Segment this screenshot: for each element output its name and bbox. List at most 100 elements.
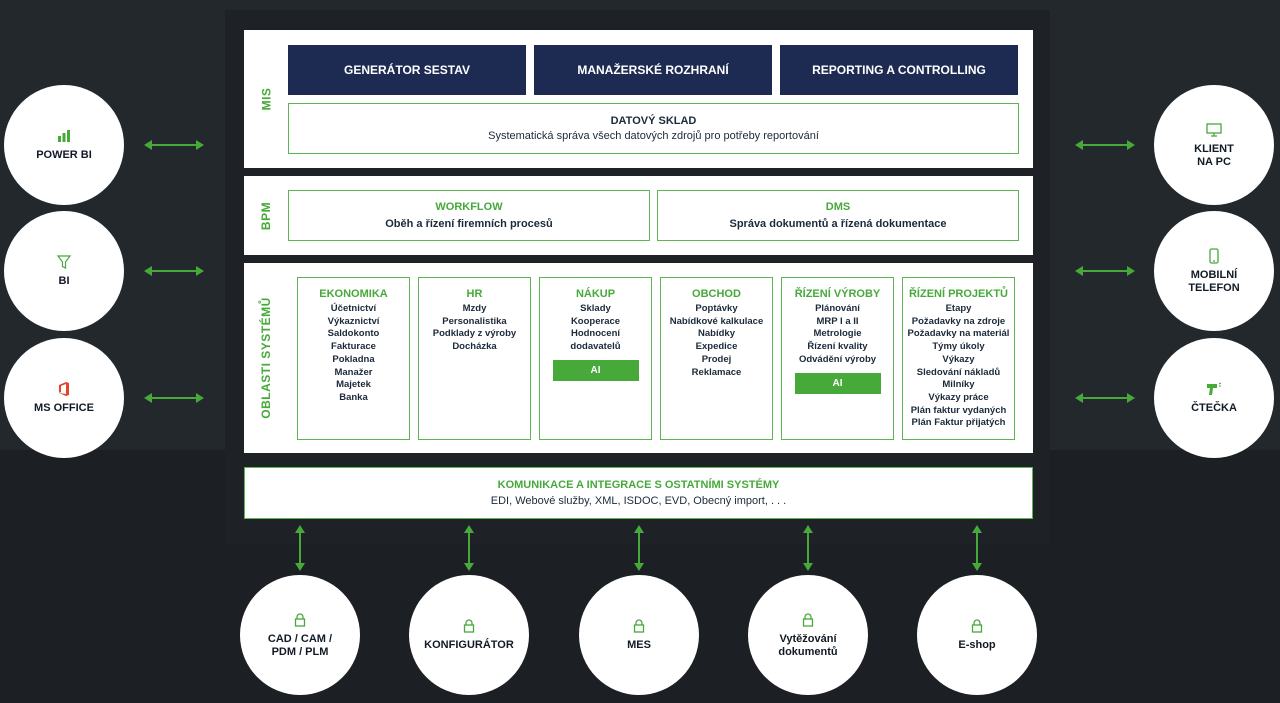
ctecka-circle[interactable]: ČTEČKA: [1154, 338, 1274, 458]
area-item: dodavatelů: [570, 341, 621, 353]
double-arrow-icon: [1075, 266, 1135, 276]
area-item: Milníky: [942, 379, 975, 391]
mobil-circle[interactable]: MOBILNÍ TELEFON: [1154, 211, 1274, 331]
area-title: EKONOMIKA: [319, 288, 388, 300]
phone-icon: [1206, 247, 1222, 264]
double-arrow-icon: [144, 266, 204, 276]
area-item: Kooperace: [570, 315, 621, 327]
konfigurator-circle[interactable]: KONFIGURÁTOR: [409, 575, 529, 695]
area-rizeni-vyroby[interactable]: ŘÍZENÍ VÝROBY Plánování MRP I a II Metro…: [781, 277, 894, 440]
circle-label: ČTEČKA: [1191, 402, 1237, 414]
area-item: MRP I a II: [816, 315, 859, 327]
ms-office-circle[interactable]: MS OFFICE: [4, 338, 124, 458]
power-bi-circle[interactable]: POWER BI: [4, 85, 124, 205]
eshop-circle[interactable]: E-shop: [917, 575, 1037, 695]
area-item: Saldokonto: [327, 328, 380, 340]
workflow-box[interactable]: WORKFLOW Oběh a řízení firemních procesů: [288, 190, 650, 241]
areas-label: OBLASTI SYSTÉMŮ: [259, 297, 274, 419]
datovy-sklad-box[interactable]: DATOVÝ SKLAD Systematická správa všech d…: [288, 103, 1019, 154]
integration-title: KOMUNIKACE A INTEGRACE S OSTATNÍMI SYSTÉ…: [497, 479, 780, 491]
area-title: HR: [466, 288, 483, 300]
area-obchod[interactable]: OBCHOD Poptávky Nabídkové kalkulace Nabí…: [660, 277, 773, 440]
double-arrow-vertical-icon: [972, 525, 982, 571]
double-arrow-vertical-icon: [634, 525, 644, 571]
area-hr[interactable]: HR Mzdy Personalistika Podklady z výroby…: [418, 277, 531, 440]
vyroba-ai-button[interactable]: AI: [794, 372, 881, 394]
mes-circle[interactable]: MES: [579, 575, 699, 695]
area-item: Požadavky na zdroje: [911, 315, 1006, 327]
area-item: Odvádění výroby: [798, 353, 877, 365]
area-rizeni-projektu[interactable]: ŘÍZENÍ PROJEKTŮ Etapy Požadavky na zdroj…: [902, 277, 1015, 440]
area-item: Nabídkové kalkulace: [669, 315, 764, 327]
scanner-icon: [1206, 381, 1222, 397]
datovy-sklad-subtitle: Systematická správa všech datových zdroj…: [488, 130, 819, 142]
lock-icon: [969, 618, 985, 634]
dms-subtitle: Správa dokumentů a řízená dokumentace: [729, 218, 947, 230]
monitor-icon: [1206, 122, 1222, 138]
area-item: Banka: [339, 391, 368, 403]
double-arrow-vertical-icon: [295, 525, 305, 571]
mis-label: MIS: [259, 87, 273, 111]
area-item: Majetek: [336, 379, 371, 391]
circle-label: POWER BI: [36, 149, 92, 161]
bpm-panel: BPM WORKFLOW Oběh a řízení firemních pro…: [244, 176, 1033, 255]
datovy-sklad-title: DATOVÝ SKLAD: [610, 115, 697, 127]
area-item: Expedice: [695, 341, 738, 353]
area-item: Požadavky na materiál: [907, 328, 1010, 340]
area-item: Reklamace: [691, 366, 742, 378]
double-arrow-vertical-icon: [464, 525, 474, 571]
mis-panel: MIS GENERÁTOR SESTAV MANAŽERSKÉ ROZHRANÍ…: [244, 30, 1033, 168]
area-title: NÁKUP: [575, 288, 616, 300]
integration-subtitle: EDI, Webové služby, XML, ISDOC, EVD, Obe…: [490, 495, 787, 507]
double-arrow-icon: [144, 393, 204, 403]
power-bi-icon: [56, 128, 72, 144]
area-title: OBCHOD: [692, 288, 741, 300]
double-arrow-icon: [1075, 140, 1135, 150]
area-item: Pokladna: [332, 353, 375, 365]
area-item: Plán Faktur přijatých: [911, 417, 1006, 429]
lock-icon: [292, 612, 308, 628]
area-item: Plánování: [815, 303, 860, 314]
double-arrow-icon: [1075, 393, 1135, 403]
dms-title: DMS: [825, 201, 851, 213]
lock-icon: [800, 612, 816, 628]
circle-label: MOBILNÍ TELEFON: [1188, 268, 1240, 294]
nakup-ai-button[interactable]: AI: [552, 359, 639, 381]
double-arrow-vertical-icon: [803, 525, 813, 571]
area-item: Účetnictví: [330, 303, 377, 314]
dms-box[interactable]: DMS Správa dokumentů a řízená dokumentac…: [657, 190, 1019, 241]
area-item: Nabídky: [698, 328, 735, 340]
integration-bar[interactable]: KOMUNIKACE A INTEGRACE S OSTATNÍMI SYSTÉ…: [244, 467, 1033, 519]
area-item: Mzdy: [462, 303, 487, 314]
area-item: Poptávky: [695, 303, 738, 314]
lock-icon: [461, 618, 477, 634]
area-title: ŘÍZENÍ VÝROBY: [794, 288, 881, 300]
reporting-controlling-button[interactable]: REPORTING A CONTROLLING: [780, 45, 1018, 95]
area-item: Hodnocení: [570, 328, 621, 340]
generator-sestav-button[interactable]: GENERÁTOR SESTAV: [288, 45, 526, 95]
funnel-icon: [56, 254, 72, 270]
bpm-label: BPM: [258, 201, 273, 230]
vytezovani-circle[interactable]: Vytěžování dokumentů: [748, 575, 868, 695]
circle-label: KLIENT NA PC: [1194, 142, 1234, 168]
area-item: Plán faktur vydaných: [910, 404, 1007, 416]
area-nakup[interactable]: NÁKUP Sklady Kooperace Hodnocení dodavat…: [539, 277, 652, 440]
bi-circle[interactable]: BI: [4, 211, 124, 331]
circle-label: MS OFFICE: [34, 402, 94, 414]
circle-label: Vytěžování dokumentů: [778, 632, 838, 658]
area-item: Řízení kvality: [807, 341, 868, 353]
manazerske-rozhrani-button[interactable]: MANAŽERSKÉ ROZHRANÍ: [534, 45, 772, 95]
klient-pc-circle[interactable]: KLIENT NA PC: [1154, 85, 1274, 205]
workflow-subtitle: Oběh a řízení firemních procesů: [385, 218, 553, 230]
area-item: Etapy: [945, 303, 972, 314]
area-ekonomika[interactable]: EKONOMIKA Účetnictví Výkaznictví Saldoko…: [297, 277, 410, 440]
circle-label: CAD / CAM / PDM / PLM: [267, 632, 333, 658]
area-item: Výkazy práce: [928, 391, 989, 403]
cad-cam-circle[interactable]: CAD / CAM / PDM / PLM: [240, 575, 360, 695]
office-icon: [56, 381, 72, 397]
circle-label: BI: [58, 275, 70, 287]
area-item: Výkazy: [942, 353, 975, 365]
area-item: Sledování nákladů: [916, 366, 1001, 378]
area-item: Manažer: [334, 366, 373, 378]
circle-label: E-shop: [958, 639, 996, 651]
